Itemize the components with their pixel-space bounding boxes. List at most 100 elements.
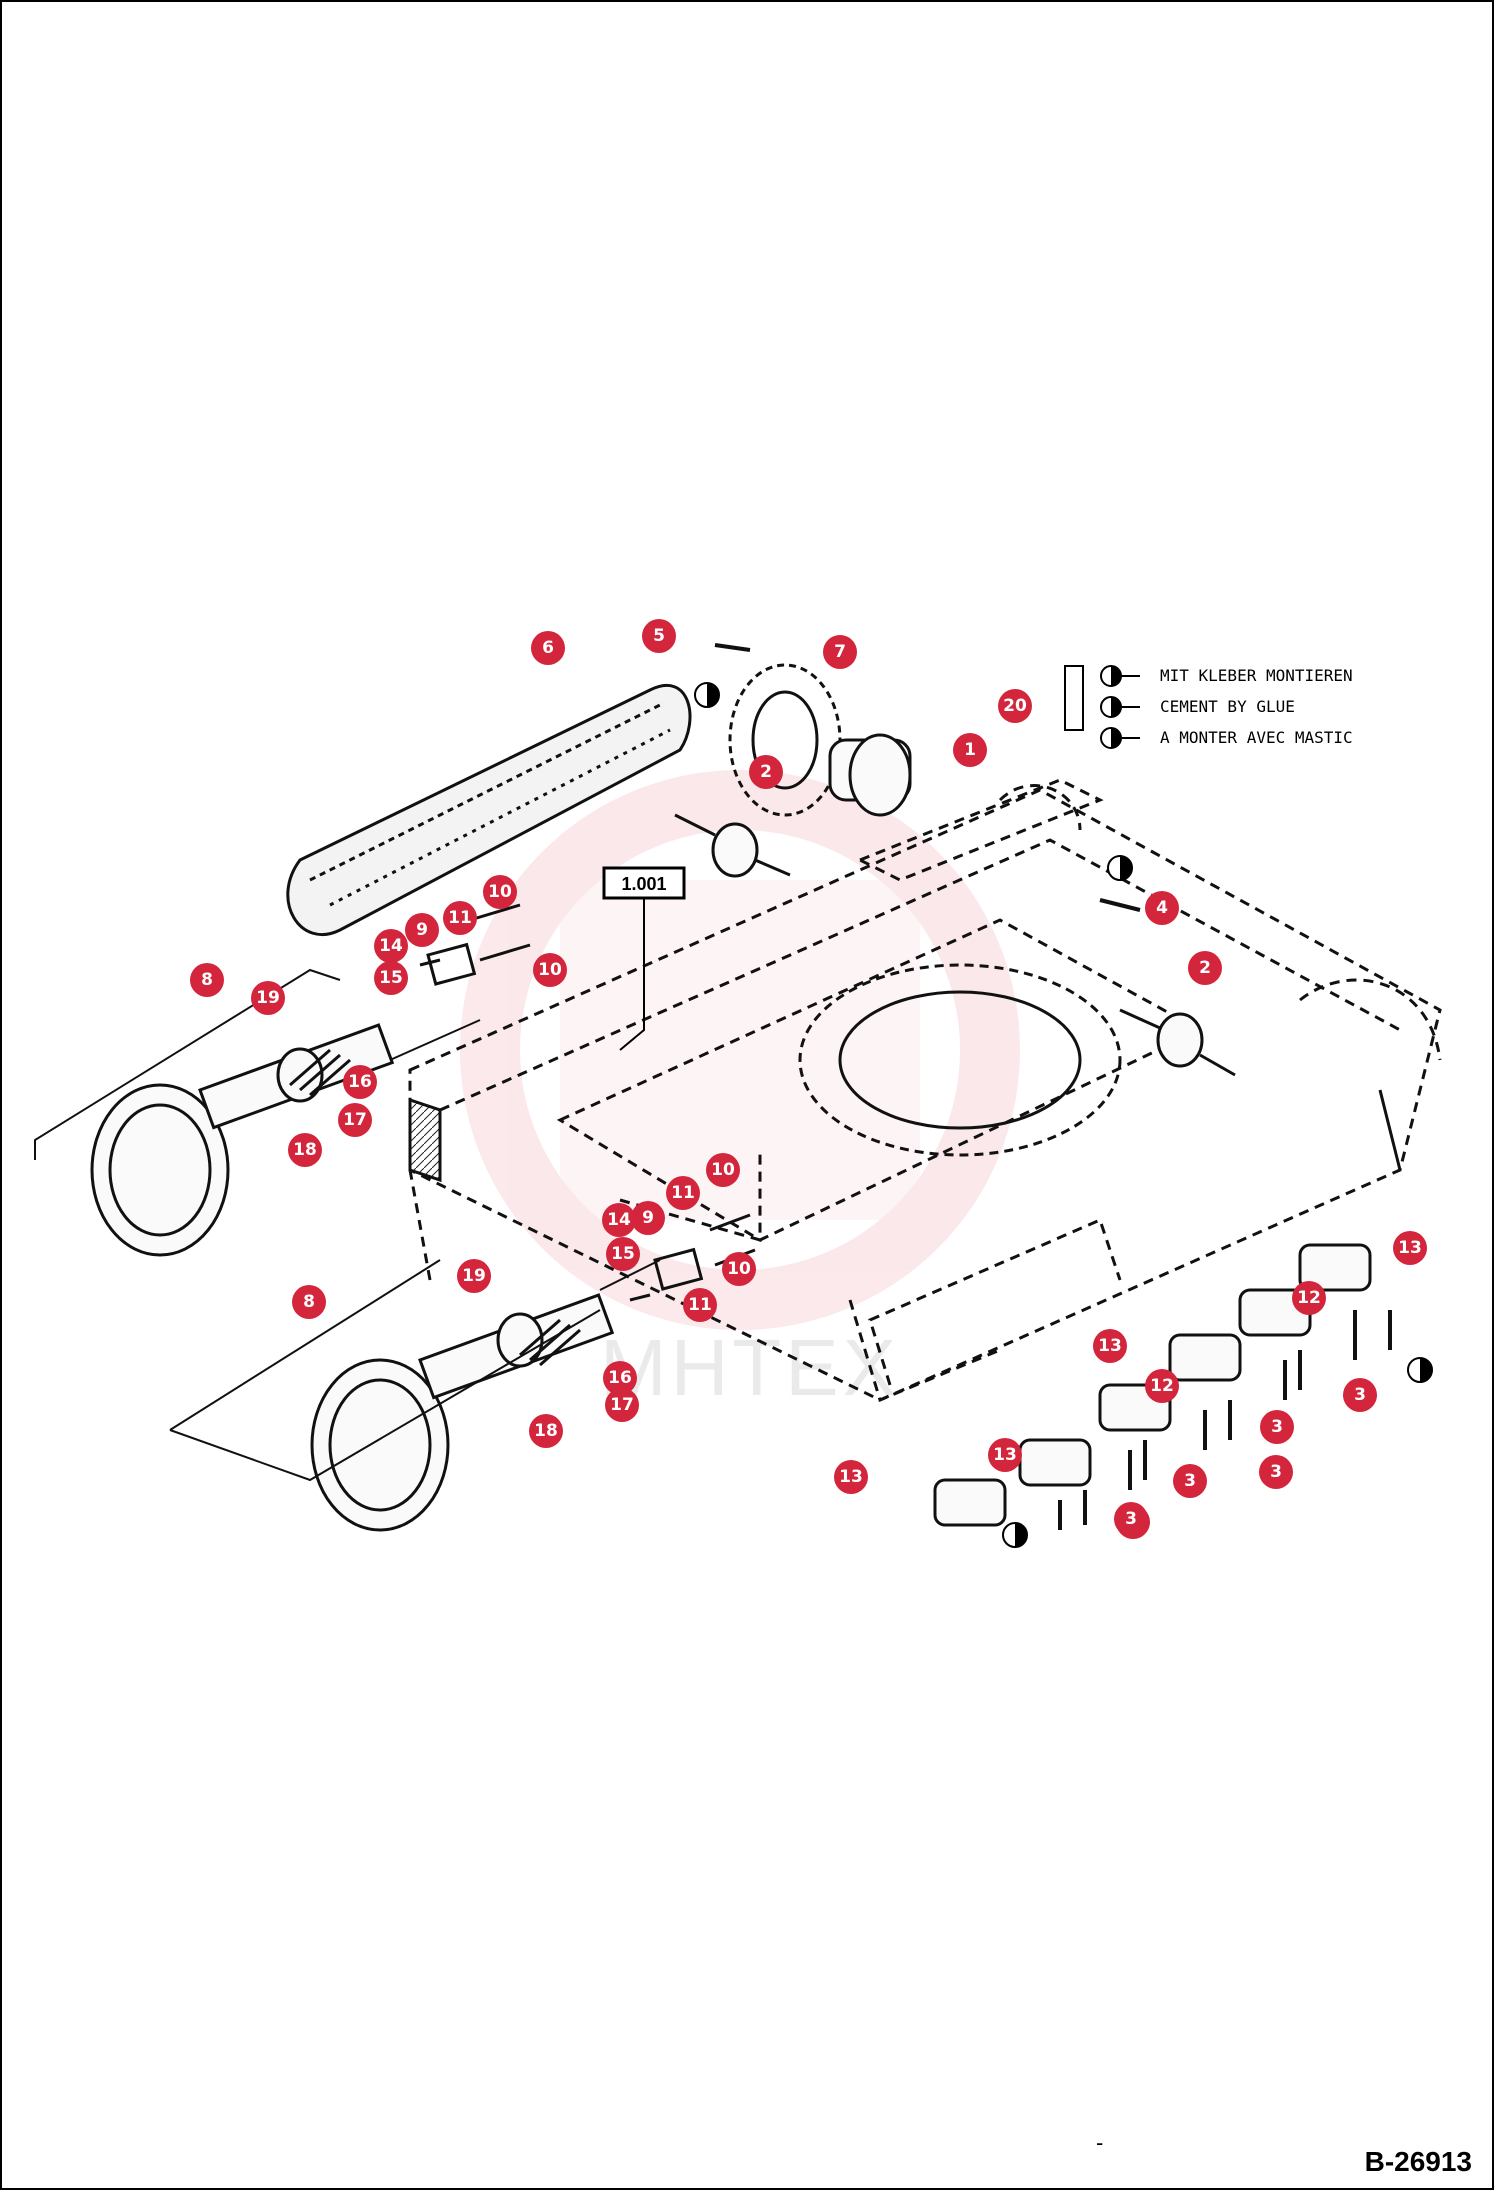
callout-marker [457,1259,491,1293]
callout-marker [338,1103,372,1137]
callout-label: 20 [1003,696,1027,716]
callout-label: 8 [303,1292,315,1312]
callout-marker [953,733,987,767]
callout-2: 2 [1188,951,1222,985]
callout-16: 16 [343,1065,377,1099]
callout-marker [443,901,477,935]
callout-11: 11 [443,901,477,935]
callout-marker [683,1288,717,1322]
glue-symbol-icon [1100,665,1122,749]
callout-3: 3 [1114,1502,1148,1536]
callout-label: 19 [256,988,280,1008]
drive-motor [828,733,912,817]
callout-18: 18 [529,1414,563,1448]
glue-symbol-icon [694,682,1433,1548]
callout-20: 20 [998,689,1032,723]
callout-label: 3 [1125,1509,1137,1529]
callout-marker [483,875,517,909]
callout-marker [529,1414,563,1448]
callout-2: 2 [749,755,783,789]
callout-marker [374,929,408,963]
callout-marker [374,961,408,995]
callout-marker [531,631,565,665]
callout-10: 10 [483,875,517,909]
callout-marker [834,1460,868,1494]
sprocket-bolts-2 [674,813,791,878]
callout-label: 10 [538,960,562,980]
callout-19: 19 [251,981,285,1015]
callout-label: 5 [653,626,665,646]
callout-marker [1145,1369,1179,1403]
callout-15: 15 [374,961,408,995]
callout-marker [642,619,676,653]
callout-13: 13 [988,1438,1022,1472]
callout-label: 13 [993,1445,1017,1465]
callout-19: 19 [457,1259,491,1293]
callout-label: 4 [1156,898,1168,918]
callout-6: 6 [531,631,565,665]
callout-label: 11 [671,1183,695,1203]
callout-label: 9 [642,1208,654,1228]
callout-marker [605,1388,639,1422]
callout-label: 2 [760,762,772,782]
callout-label: 12 [1297,1288,1321,1308]
front-idler-upper [90,1023,395,1257]
callout-11: 11 [683,1288,717,1322]
callout-marker [251,981,285,1015]
svg-text:1.001: 1.001 [621,874,666,894]
callout-marker [998,689,1032,723]
glue-note-block: MIT KLEBER MONTIEREN CEMENT BY GLUE A MO… [1064,665,1353,749]
callout-marker [292,1285,326,1319]
callout-label: 13 [1398,1238,1422,1258]
callout-label: 11 [688,1295,712,1315]
callout-marker [1145,891,1179,925]
callout-1: 1 [953,733,987,767]
bolt-group-upper [419,903,531,986]
callout-marker [533,953,567,987]
callout-8: 8 [190,963,224,997]
callout-10: 10 [722,1252,756,1286]
callout-marker [343,1065,377,1099]
callout-label: 14 [607,1210,631,1230]
callout-marker [722,1252,756,1286]
callout-marker [1173,1464,1207,1498]
callout-label: 7 [834,642,846,662]
callout-marker [1093,1329,1127,1363]
callout-label: 13 [839,1467,863,1487]
callout-label: 8 [201,970,213,990]
note-fr: A MONTER AVEC MASTIC [1160,728,1353,747]
callout-label: 3 [1354,1385,1366,1405]
callout-marker [823,635,857,669]
drawing-number: B-26913 [1364,2146,1472,2177]
callout-marker [631,1201,665,1235]
watermark-text: MHTEX [600,1323,900,1412]
callout-18: 18 [288,1133,322,1167]
page-mark: - [1096,2130,1104,2155]
callout-label: 12 [1150,1376,1174,1396]
callout-4: 4 [1145,891,1179,925]
callout-5: 5 [642,619,676,653]
note-en: CEMENT BY GLUE [1160,697,1295,716]
callout-label: 17 [343,1110,367,1130]
callout-label: 3 [1184,1471,1196,1491]
callout-label: 13 [1098,1336,1122,1356]
roller-bolts [1058,1310,1392,1530]
callout-label: 10 [488,882,512,902]
callout-label: 10 [711,1160,735,1180]
callout-marker [1114,1502,1148,1536]
callout-3: 3 [1343,1378,1377,1412]
front-idler-lower [310,1293,615,1532]
callout-label: 18 [293,1140,317,1160]
glue-tube-icon [1064,665,1084,731]
callout-14: 14 [374,929,408,963]
callout-label: 10 [727,1259,751,1279]
bolt-4 [1099,898,1141,912]
callout-15: 15 [606,1237,640,1271]
reference-box: 1.001 [602,866,686,1051]
callout-label: 6 [542,638,554,658]
callout-12: 12 [1145,1369,1179,1403]
callout-label: 16 [608,1368,632,1388]
callout-label: 3 [1271,1417,1283,1437]
